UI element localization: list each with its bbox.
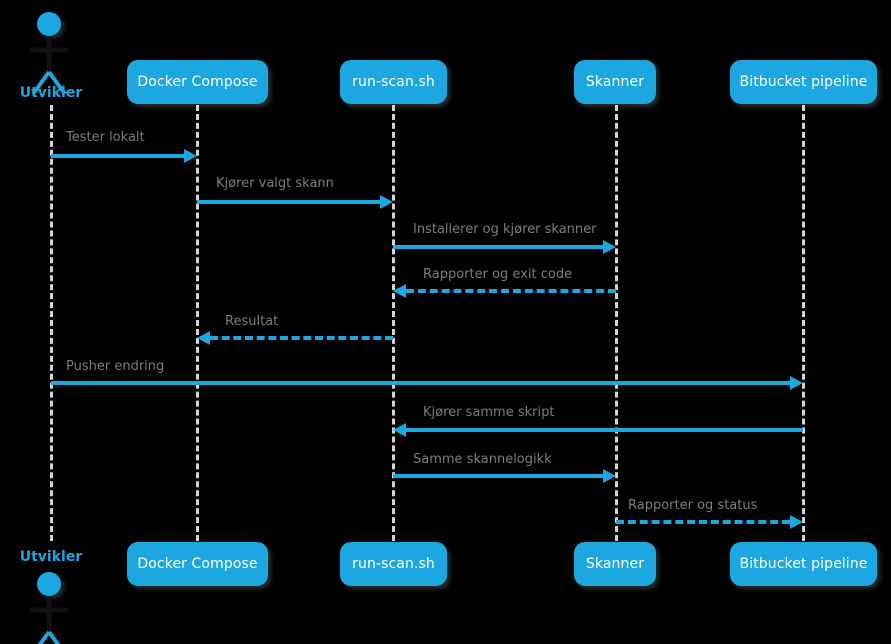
message-label-resultat: Resultat [225, 314, 279, 329]
participant-run-scan-sh-bottom[interactable]: run-scan.sh [340, 542, 447, 586]
actor-utvikler-top[interactable] [16, 8, 86, 108]
message-arrowhead-installerer-og-kjorer-skanner [603, 240, 616, 254]
lifeline-compose [196, 105, 199, 541]
lifeline-utvikler [50, 105, 53, 541]
participant-label-utvikler-bottom: Utvikler [19, 549, 83, 565]
message-line-kjorer-samme-skript [406, 428, 803, 432]
message-line-samme-skannelogikk [393, 474, 603, 478]
message-line-kjorer-valgt-skann [197, 200, 380, 204]
actor-utvikler-bottom[interactable] [16, 568, 86, 644]
actor-head-icon [37, 12, 61, 36]
message-arrowhead-kjorer-valgt-skann [380, 195, 393, 209]
message-line-pusher-endring [51, 381, 790, 385]
participant-docker-compose-top[interactable]: Docker Compose [127, 60, 268, 104]
participant-bitbucket-pipeline-top[interactable]: Bitbucket pipeline [730, 60, 877, 104]
participant-docker-compose-bottom[interactable]: Docker Compose [127, 542, 268, 586]
lifeline-skanner [615, 105, 618, 541]
participant-bitbucket-pipeline-bottom[interactable]: Bitbucket pipeline [730, 542, 877, 586]
message-label-installerer-og-kjorer-skanner: Installerer og kjører skanner [413, 222, 597, 237]
participant-label-utvikler-top: Utvikler [19, 85, 83, 101]
message-arrowhead-rapporter-og-status [790, 515, 803, 529]
actor-body-icon [30, 38, 68, 96]
message-label-tester-lokalt: Tester lokalt [66, 130, 145, 145]
message-line-tester-lokalt [51, 154, 184, 158]
actor-body-icon [30, 598, 68, 644]
message-label-kjorer-valgt-skann: Kjører valgt skann [216, 176, 334, 191]
lifeline-bitbucket [802, 105, 805, 541]
message-arrowhead-kjorer-samme-skript [393, 423, 406, 437]
message-line-installerer-og-kjorer-skanner [393, 245, 603, 249]
participant-skanner-bottom[interactable]: Skanner [574, 542, 656, 586]
message-label-samme-skannelogikk: Samme skannelogikk [413, 452, 552, 467]
lifeline-runscan [392, 105, 395, 541]
message-line-resultat [210, 336, 393, 340]
message-line-rapporter-og-status [616, 520, 790, 524]
actor-head-icon [37, 572, 61, 596]
message-arrowhead-rapporter-og-exit-code [393, 284, 406, 298]
message-label-pusher-endring: Pusher endring [66, 359, 165, 374]
message-arrowhead-samme-skannelogikk [603, 469, 616, 483]
message-label-rapporter-og-exit-code: Rapporter og exit code [423, 267, 573, 282]
message-label-rapporter-og-status: Rapporter og status [628, 498, 758, 513]
participant-skanner-top[interactable]: Skanner [574, 60, 656, 104]
message-label-kjorer-samme-skript: Kjører samme skript [423, 405, 555, 420]
message-arrowhead-resultat [197, 331, 210, 345]
message-arrowhead-pusher-endring [790, 376, 803, 390]
message-arrowhead-tester-lokalt [184, 149, 197, 163]
message-line-rapporter-og-exit-code [406, 289, 616, 293]
participant-run-scan-sh-top[interactable]: run-scan.sh [340, 60, 447, 104]
